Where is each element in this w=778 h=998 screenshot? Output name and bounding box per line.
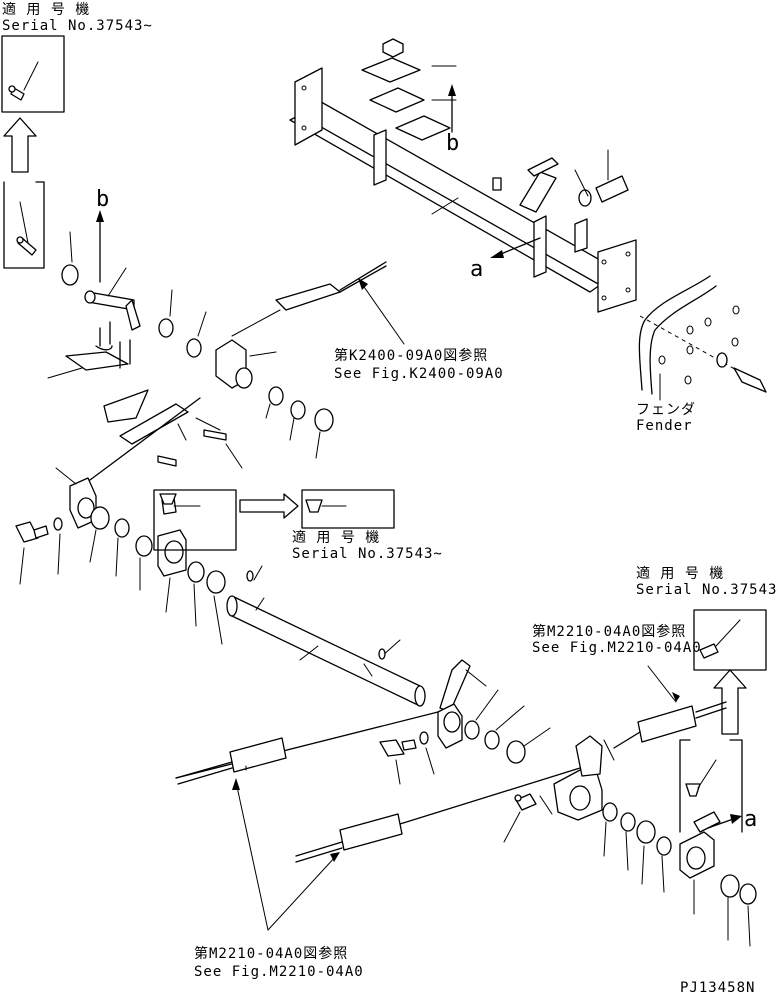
grease-fitting-icon — [8, 61, 39, 101]
serial-label-en: Serial No.37543~ — [2, 18, 153, 34]
fender-label-jp: フェンダ — [636, 402, 696, 418]
middle-linkage: 適 用 号 機 Serial No.37543~ — [15, 397, 443, 645]
letter-b-top: b — [446, 131, 459, 156]
serial-label-jp: 適 用 号 機 — [2, 1, 90, 18]
right-labels: 適 用 号 機 Serial No.37543~ 第M2210-04A0図参照 … — [532, 565, 778, 996]
drawing-number: PJ13458N — [680, 980, 755, 996]
serial-label-jp-right: 適 用 号 機 — [636, 565, 724, 582]
frame-assembly: b a — [289, 38, 637, 313]
up-arrow-icon — [3, 117, 37, 173]
up-arrow-icon — [713, 669, 747, 735]
fender: フェンダ Fender — [636, 275, 767, 434]
serial-callout-top-left: 適 用 号 機 Serial No.37543~ — [1, 1, 153, 269]
ref-k2400-jp: 第K2400-09A0図参照 — [334, 347, 488, 364]
lower-cable-ends: 第M2210-04A0図参照 See Fig.M2210-04A0 — [175, 761, 364, 980]
ref-m2210-jp-bottom: 第M2210-04A0図参照 — [194, 945, 348, 962]
ref-k2400-en: See Fig.K2400-09A0 — [334, 366, 504, 382]
serial-label-jp-mid: 適 用 号 機 — [292, 529, 380, 546]
ref-m2210-en-bottom: See Fig.M2210-04A0 — [194, 964, 364, 980]
main-shaft — [226, 595, 426, 707]
right-arrow-icon — [239, 493, 299, 519]
ref-m2210-jp-right: 第M2210-04A0図参照 — [532, 623, 686, 640]
fender-label-en: Fender — [636, 418, 693, 434]
lower-linkage: a — [175, 609, 767, 947]
letter-a-top: a — [470, 257, 483, 282]
serial-label-en-right: Serial No.37543~ — [636, 582, 778, 598]
serial-label-en-mid: Serial No.37543~ — [292, 546, 443, 562]
grease-fitting-icon — [16, 201, 37, 256]
letter-b-left: b — [96, 187, 109, 212]
upper-linkage: b 第K2400-09A0図参照 See Fig.K2400-09A0 — [47, 187, 504, 469]
letter-a-right: a — [744, 807, 757, 832]
ref-m2210-en-right: See Fig.M2210-04A0 — [532, 640, 702, 656]
